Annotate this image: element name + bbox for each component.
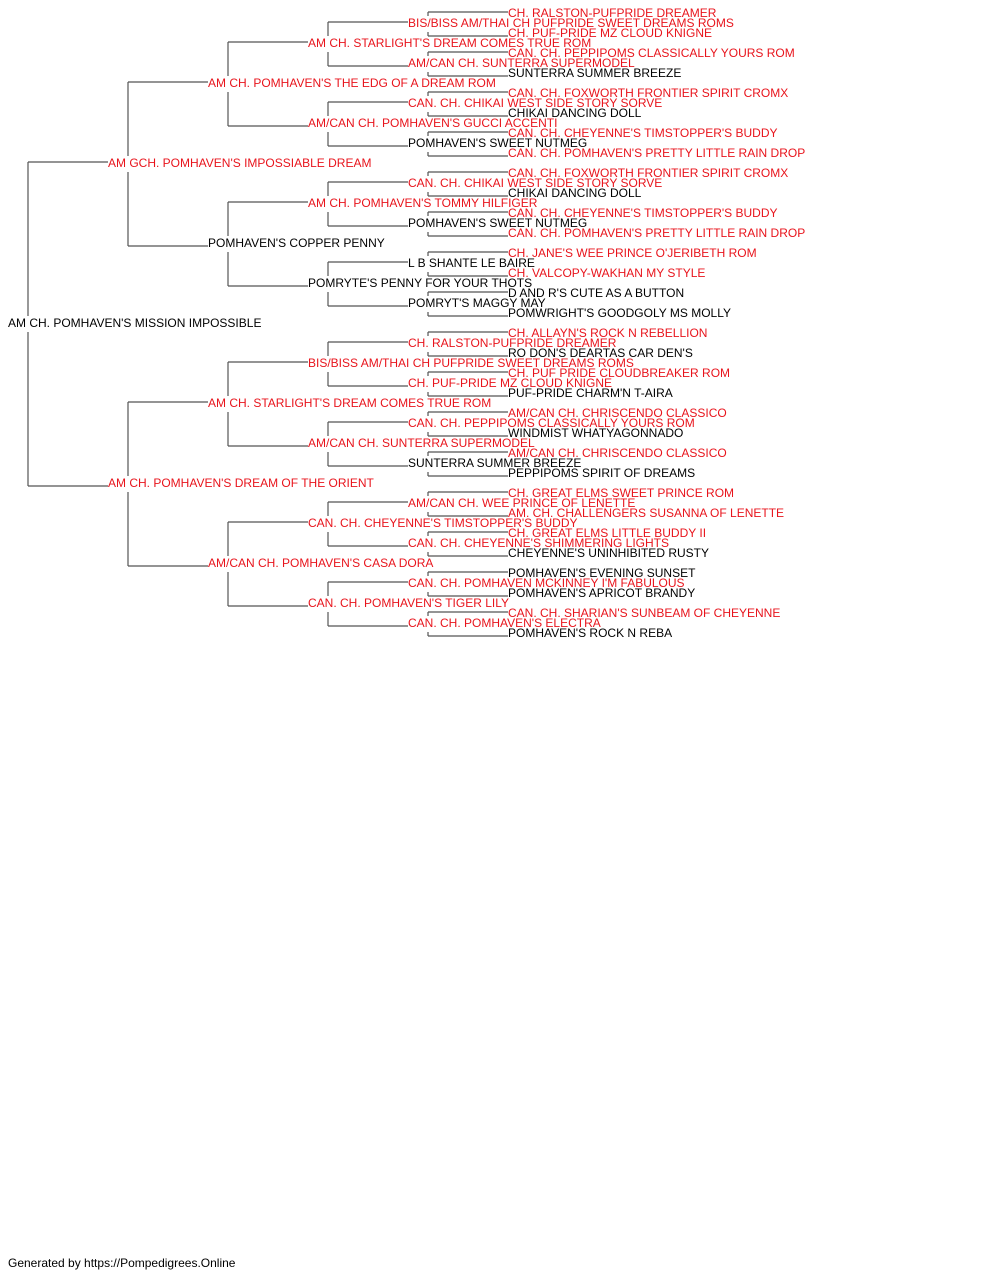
pedigree-name-32: CH. PUF-PRIDE MZ CLOUD KNIGNE: [508, 26, 712, 40]
pedigree-name-31: CH. RALSTON-PUFPRIDE DREAMER: [508, 6, 717, 20]
pedigree-name-17: CAN. CH. CHIKAI WEST SIDE STORY SORVE: [408, 96, 662, 110]
pedigree-name-30: CAN. CH. POMHAVEN'S ELECTRA: [408, 616, 601, 630]
pedigree-name-59: POMHAVEN'S EVENING SUNSET: [508, 566, 696, 580]
pedigree-name-11: BIS/BISS AM/THAI CH PUFPRIDE SWEET DREAM…: [308, 356, 634, 370]
pedigree-name-12: AM/CAN CH. SUNTERRA SUPERMODEL: [308, 436, 535, 450]
pedigree-name-24: CH. PUF-PRIDE MZ CLOUD KNIGNE: [408, 376, 612, 390]
pedigree-name-56: AM. CH. CHALLENGERS SUSANNA OF LENETTE: [508, 506, 784, 520]
pedigree-name-38: CAN. CH. POMHAVEN'S PRETTY LITTLE RAIN D…: [508, 146, 805, 160]
pedigree-name-57: CH. GREAT ELMS LITTLE BUDDY II: [508, 526, 706, 540]
pedigree-name-54: PEPPIPOMS SPIRIT OF DREAMS: [508, 466, 695, 480]
pedigree-name-43: CH. JANE'S WEE PRINCE O'JERIBETH ROM: [508, 246, 757, 260]
pedigree-name-45: D AND R'S CUTE AS A BUTTON: [508, 286, 684, 300]
pedigree-name-62: POMHAVEN'S ROCK N REBA: [508, 626, 672, 640]
pedigree-name-37: CAN. CH. CHEYENNE'S TIMSTOPPER'S BUDDY: [508, 126, 778, 140]
pedigree-name-6: AM/CAN CH. POMHAVEN'S CASA DORA: [208, 556, 433, 570]
pedigree-name-50: PUF-PRIDE CHARM'N T-AIRA: [508, 386, 673, 400]
pedigree-name-29: CAN. CH. POMHAVEN MCKINNEY I'M FABULOUS: [408, 576, 685, 590]
pedigree-name-22: POMRYT'S MAGGY MAY: [408, 296, 546, 310]
pedigree-name-53: AM/CAN CH. CHRISCENDO CLASSICO: [508, 446, 727, 460]
pedigree-name-26: SUNTERRA SUMMER BREEZE: [408, 456, 581, 470]
pedigree-name-5: AM CH. STARLIGHT'S DREAM COMES TRUE ROM: [208, 396, 491, 410]
pedigree-name-20: POMHAVEN'S SWEET NUTMEG: [408, 216, 587, 230]
pedigree-names: AM CH. POMHAVEN'S MISSION IMPOSSIBLE AM G…: [8, 6, 805, 640]
pedigree-name-46: POMWRIGHT'S GOODGOLY MS MOLLY: [508, 306, 731, 320]
pedigree-name-0: AM CH. POMHAVEN'S MISSION IMPOSSIBLE: [8, 316, 261, 330]
pedigree-name-23: CH. RALSTON-PUFPRIDE DREAMER: [408, 336, 617, 350]
pedigree-name-33: CAN. CH. PEPPIPOMS CLASSICALLY YOURS ROM: [508, 46, 795, 60]
pedigree-name-16: AM/CAN CH. SUNTERRA SUPERMODEL: [408, 56, 635, 70]
pedigree-name-14: CAN. CH. POMHAVEN'S TIGER LILY: [308, 596, 509, 610]
pedigree-name-61: CAN. CH. SHARIAN'S SUNBEAM OF CHEYENNE: [508, 606, 780, 620]
pedigree-name-13: CAN. CH. CHEYENNE'S TIMSTOPPER'S BUDDY: [308, 516, 578, 530]
pedigree-connectors: [27, 11, 508, 637]
pedigree-name-15: BIS/BISS AM/THAI CH PUFPRIDE SWEET DREAM…: [408, 16, 734, 30]
pedigree-name-58: CHEYENNE'S UNINHIBITED RUSTY: [508, 546, 709, 560]
pedigree-name-36: CHIKAI DANCING DOLL: [508, 106, 642, 120]
pedigree-name-8: AM/CAN CH. POMHAVEN'S GUCCI ACCENTI: [308, 116, 557, 130]
pedigree-name-1: AM GCH. POMHAVEN'S IMPOSSIABLE DREAM: [108, 156, 371, 170]
pedigree-name-39: CAN. CH. FOXWORTH FRONTIER SPIRIT CROMX: [508, 166, 788, 180]
pedigree-name-35: CAN. CH. FOXWORTH FRONTIER SPIRIT CROMX: [508, 86, 788, 100]
pedigree-name-25: CAN. CH. PEPPIPOMS CLASSICALLY YOURS ROM: [408, 416, 695, 430]
pedigree-name-60: POMHAVEN'S APRICOT BRANDY: [508, 586, 695, 600]
pedigree-name-52: WINDMIST WHATYAGONNADO: [508, 426, 683, 440]
pedigree-name-27: AM/CAN CH. WEE PRINCE OF LENETTE: [408, 496, 635, 510]
pedigree-name-10: POMRYTE'S PENNY FOR YOUR THOTS: [308, 276, 532, 290]
pedigree-name-9: AM CH. POMHAVEN'S TOMMY HILFIGER: [308, 196, 538, 210]
pedigree-name-7: AM CH. STARLIGHT'S DREAM COMES TRUE ROM: [308, 36, 591, 50]
pedigree-name-48: RO DON'S DEARTAS CAR DEN'S: [508, 346, 693, 360]
pedigree-name-51: AM/CAN CH. CHRISCENDO CLASSICO: [508, 406, 727, 420]
pedigree-name-19: CAN. CH. CHIKAI WEST SIDE STORY SORVE: [408, 176, 662, 190]
pedigree-name-3: AM CH. POMHAVEN'S THE EDG OF A DREAM ROM: [208, 76, 496, 90]
pedigree-name-21: L B SHANTE LE BAIRE: [408, 256, 535, 270]
pedigree-name-2: AM CH. POMHAVEN'S DREAM OF THE ORIENT: [108, 476, 375, 490]
pedigree-name-41: CAN. CH. CHEYENNE'S TIMSTOPPER'S BUDDY: [508, 206, 778, 220]
generated-by-footer: Generated by https://Pompedigrees.Online: [8, 1256, 236, 1270]
pedigree-name-47: CH. ALLAYN'S ROCK N REBELLION: [508, 326, 707, 340]
pedigree-name-4: POMHAVEN'S COPPER PENNY: [208, 236, 385, 250]
pedigree-name-55: CH. GREAT ELMS SWEET PRINCE ROM: [508, 486, 734, 500]
pedigree-name-28: CAN. CH. CHEYENNE'S SHIMMERING LIGHTS: [408, 536, 669, 550]
pedigree-name-18: POMHAVEN'S SWEET NUTMEG: [408, 136, 587, 150]
pedigree-name-42: CAN. CH. POMHAVEN'S PRETTY LITTLE RAIN D…: [508, 226, 805, 240]
pedigree-name-34: SUNTERRA SUMMER BREEZE: [508, 66, 681, 80]
pedigree-name-49: CH. PUF PRIDE CLOUDBREAKER ROM: [508, 366, 730, 380]
pedigree-name-40: CHIKAI DANCING DOLL: [508, 186, 642, 200]
pedigree-name-44: CH. VALCOPY-WAKHAN MY STYLE: [508, 266, 705, 280]
